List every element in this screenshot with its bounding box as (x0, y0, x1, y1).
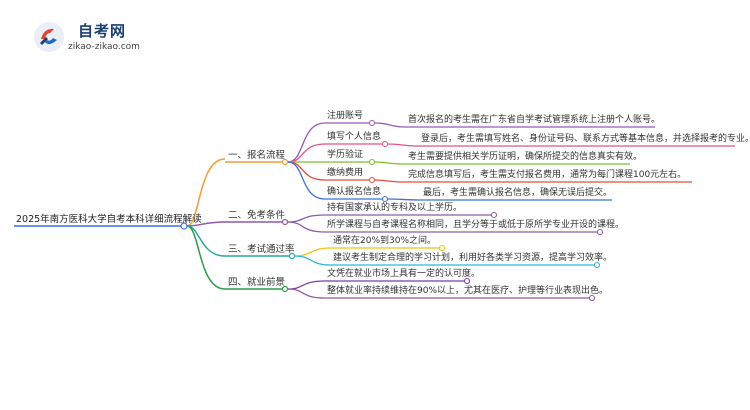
step-education-verify: 学历验证 (327, 150, 364, 160)
step-pay-fee: 缴纳费用 (327, 168, 364, 178)
step-confirm-info: 确认报名信息 (327, 187, 382, 197)
logo-title: 自考网 (78, 22, 127, 40)
employment-item: 整体就业率持续维持在90%以上，尤其在医疗、护理等行业表现出色。 (327, 286, 609, 296)
logo-url: zikao-zikao.com (68, 42, 140, 52)
branch-registration: 一、报名流程 (228, 150, 286, 161)
branch-exemption: 二、免考条件 (228, 210, 286, 221)
step-pay-fee-detail: 完成信息填写后，考生需支付报名费用，通常为每门课程100元左右。 (408, 170, 687, 180)
step-register-account: 注册账号 (327, 111, 364, 121)
exemption-item: 持有国家承认的专科及以上学历。 (327, 203, 463, 213)
step-register-account-detail: 首次报名的考生需在广东省自学考试管理系统上注册个人账号。 (408, 115, 661, 125)
step-fill-info: 填写个人信息 (327, 132, 382, 142)
root-node: 2025年南方医科大学自考本科详细流程解读 (16, 214, 202, 225)
branch-employment: 四、就业前景 (228, 277, 286, 288)
site-logo[interactable]: 自考网 zikao-zikao.com (32, 18, 152, 58)
step-education-verify-detail: 考生需要提供相关学历证明，确保所提交的信息真实有效。 (408, 152, 643, 162)
branch-pass-rate: 三、考试通过率 (228, 244, 295, 255)
step-fill-info-detail: 登录后，考生需填写姓名、身份证号码、联系方式等基本信息，并选择报考的专业。 (421, 134, 750, 144)
step-confirm-info-detail: 最后，考生需确认报名信息，确保无误后提交。 (423, 188, 613, 198)
pass-rate-item: 通常在20%到30%之间。 (333, 236, 437, 246)
employment-item: 文凭在就业市场上具有一定的认可度。 (327, 269, 481, 279)
pass-rate-item: 建议考生制定合理的学习计划，利用好各类学习资源，提高学习效率。 (333, 253, 613, 263)
exemption-item: 所学课程与自考课程名称相同，且学分等于或低于原所学专业开设的课程。 (327, 220, 625, 230)
logo-icon (34, 22, 64, 52)
